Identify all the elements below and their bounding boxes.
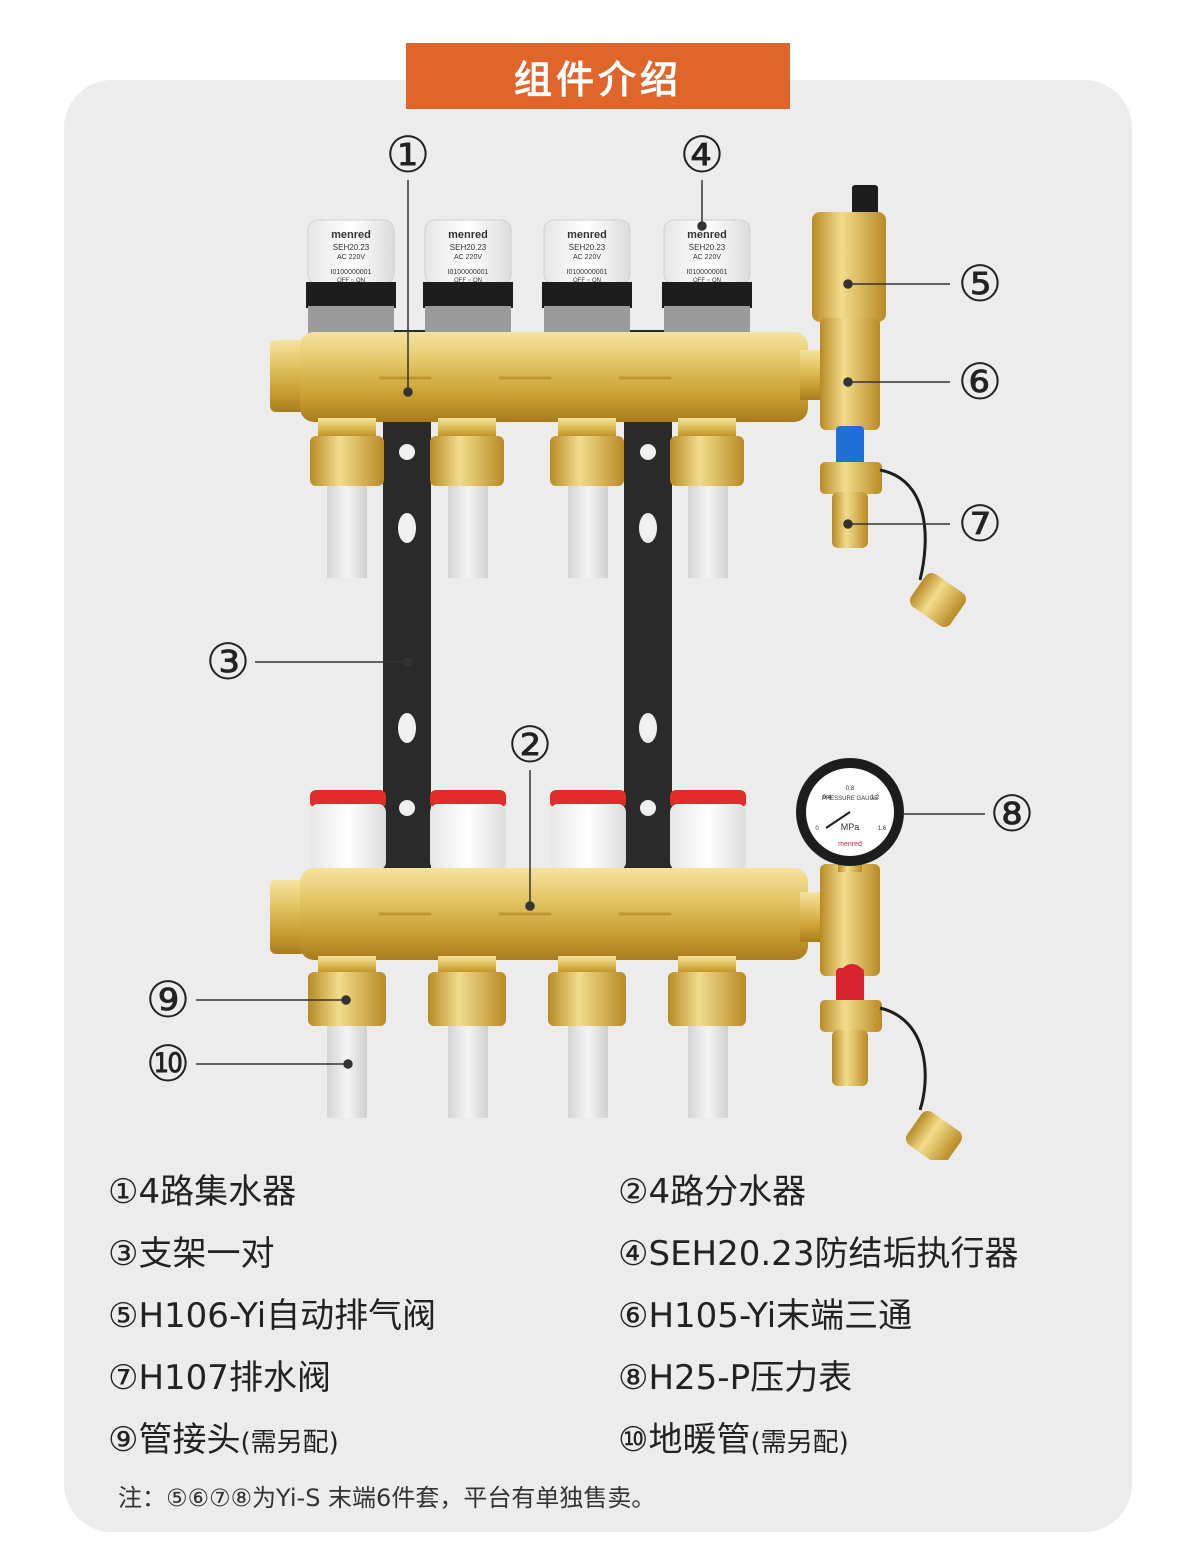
actuator-model-1: SEH20.23: [333, 243, 370, 252]
actuator-1: [306, 219, 396, 336]
lower-end-assembly: PRESSURE GAUGE MPa menred 0 0.4 0.8 1.2 …: [796, 758, 962, 1160]
legend-item-5: ⑤H106-Yi自动排气阀: [108, 1296, 437, 1336]
actuator-brand-4: menred: [687, 229, 727, 241]
actuator-model-2: SEH20.23: [450, 243, 487, 252]
callout-1: ①: [386, 126, 431, 184]
gauge-tick-0: 0: [815, 826, 819, 832]
actuator-2: [423, 219, 513, 336]
actuator-3: [542, 219, 632, 336]
callout-8: ⑧: [990, 785, 1035, 843]
callout-2: ②: [508, 716, 553, 774]
actuator-model-4: SEH20.23: [689, 243, 726, 252]
gauge-unit: MPa: [841, 822, 860, 832]
balancing-caps: [310, 790, 746, 870]
legend-item-7: ⑦H107排水阀: [108, 1358, 331, 1398]
floor-heating-pipes: [327, 1020, 728, 1118]
callout-7: ⑦: [958, 495, 1003, 553]
supply-manifold: [270, 868, 808, 1026]
actuator-brand-3: menred: [567, 229, 607, 241]
callout-10: ⑩: [146, 1035, 191, 1093]
actuator-brand-1: menred: [331, 229, 371, 241]
gauge-tick-4: 1.6: [878, 826, 887, 832]
actuator-spec-4: AC 220V: [693, 254, 721, 261]
callout-9: ⑨: [146, 971, 191, 1029]
actuators: menred SEH20.23 AC 220V I0100000001 OFF …: [306, 219, 752, 336]
gauge-tick-3: 1.2: [871, 795, 880, 801]
manifold-diagram: menred SEH20.23 AC 220V I0100000001 OFF …: [146, 126, 1035, 1160]
legend-item-3: ③支架一对: [108, 1234, 275, 1274]
callout-4: ④: [680, 126, 725, 184]
actuator-spec-2: AC 220V: [454, 254, 482, 261]
bracket-pair: [383, 330, 672, 890]
actuator-status-2: OFF ○ ON: [454, 278, 482, 284]
legend-item-2: ②4路分水器: [618, 1172, 807, 1212]
gauge-tick-2: 0.8: [846, 786, 855, 792]
actuator-spec-3: AC 220V: [573, 254, 601, 261]
legend-item-6: ⑥H105-Yi末端三通: [618, 1296, 913, 1336]
actuator-status-3: OFF ○ ON: [573, 278, 601, 284]
actuator-spec-1: AC 220V: [337, 254, 365, 261]
legend-item-1: ①4路集水器: [108, 1172, 297, 1212]
gauge-tick-1: 0.4: [823, 795, 832, 801]
gauge-brand: menred: [838, 841, 862, 848]
actuator-brand-2: menred: [448, 229, 488, 241]
callout-5: ⑤: [958, 255, 1003, 313]
actuator-serial-4: I0100000001: [687, 269, 728, 276]
actuator-model-3: SEH20.23: [569, 243, 606, 252]
callout-6: ⑥: [958, 353, 1003, 411]
upper-end-assembly: [800, 185, 966, 628]
actuator-serial-1: I0100000001: [331, 269, 372, 276]
callout-3: ③: [206, 633, 251, 691]
gauge-label: PRESSURE GAUGE: [822, 796, 878, 802]
upper-pipes: [327, 470, 728, 578]
footnote: 注：⑤⑥⑦⑧为Yi-S 末端6件套，平台有单独售卖。: [118, 1484, 656, 1512]
actuator-status-4: OFF ○ ON: [693, 278, 721, 284]
pressure-gauge: PRESSURE GAUGE MPa menred 0 0.4 0.8 1.2 …: [796, 758, 904, 872]
legend-item-8: ⑧H25-P压力表: [618, 1358, 853, 1398]
actuator-4: [662, 219, 752, 336]
title-banner: 组件介绍: [406, 43, 790, 109]
return-manifold: [270, 332, 808, 486]
actuator-status-1: OFF ○ ON: [337, 278, 365, 284]
legend-item-4: ④SEH20.23防结垢执行器: [618, 1234, 1019, 1274]
leader-lines: [196, 180, 985, 1069]
page-title: 组件介绍: [513, 57, 682, 102]
actuator-serial-2: I0100000001: [448, 269, 489, 276]
legend-item-10: ⑩地暖管(需另配): [618, 1420, 849, 1460]
legend-item-9: ⑨管接头(需另配): [108, 1420, 339, 1460]
actuator-serial-3: I0100000001: [567, 269, 608, 276]
